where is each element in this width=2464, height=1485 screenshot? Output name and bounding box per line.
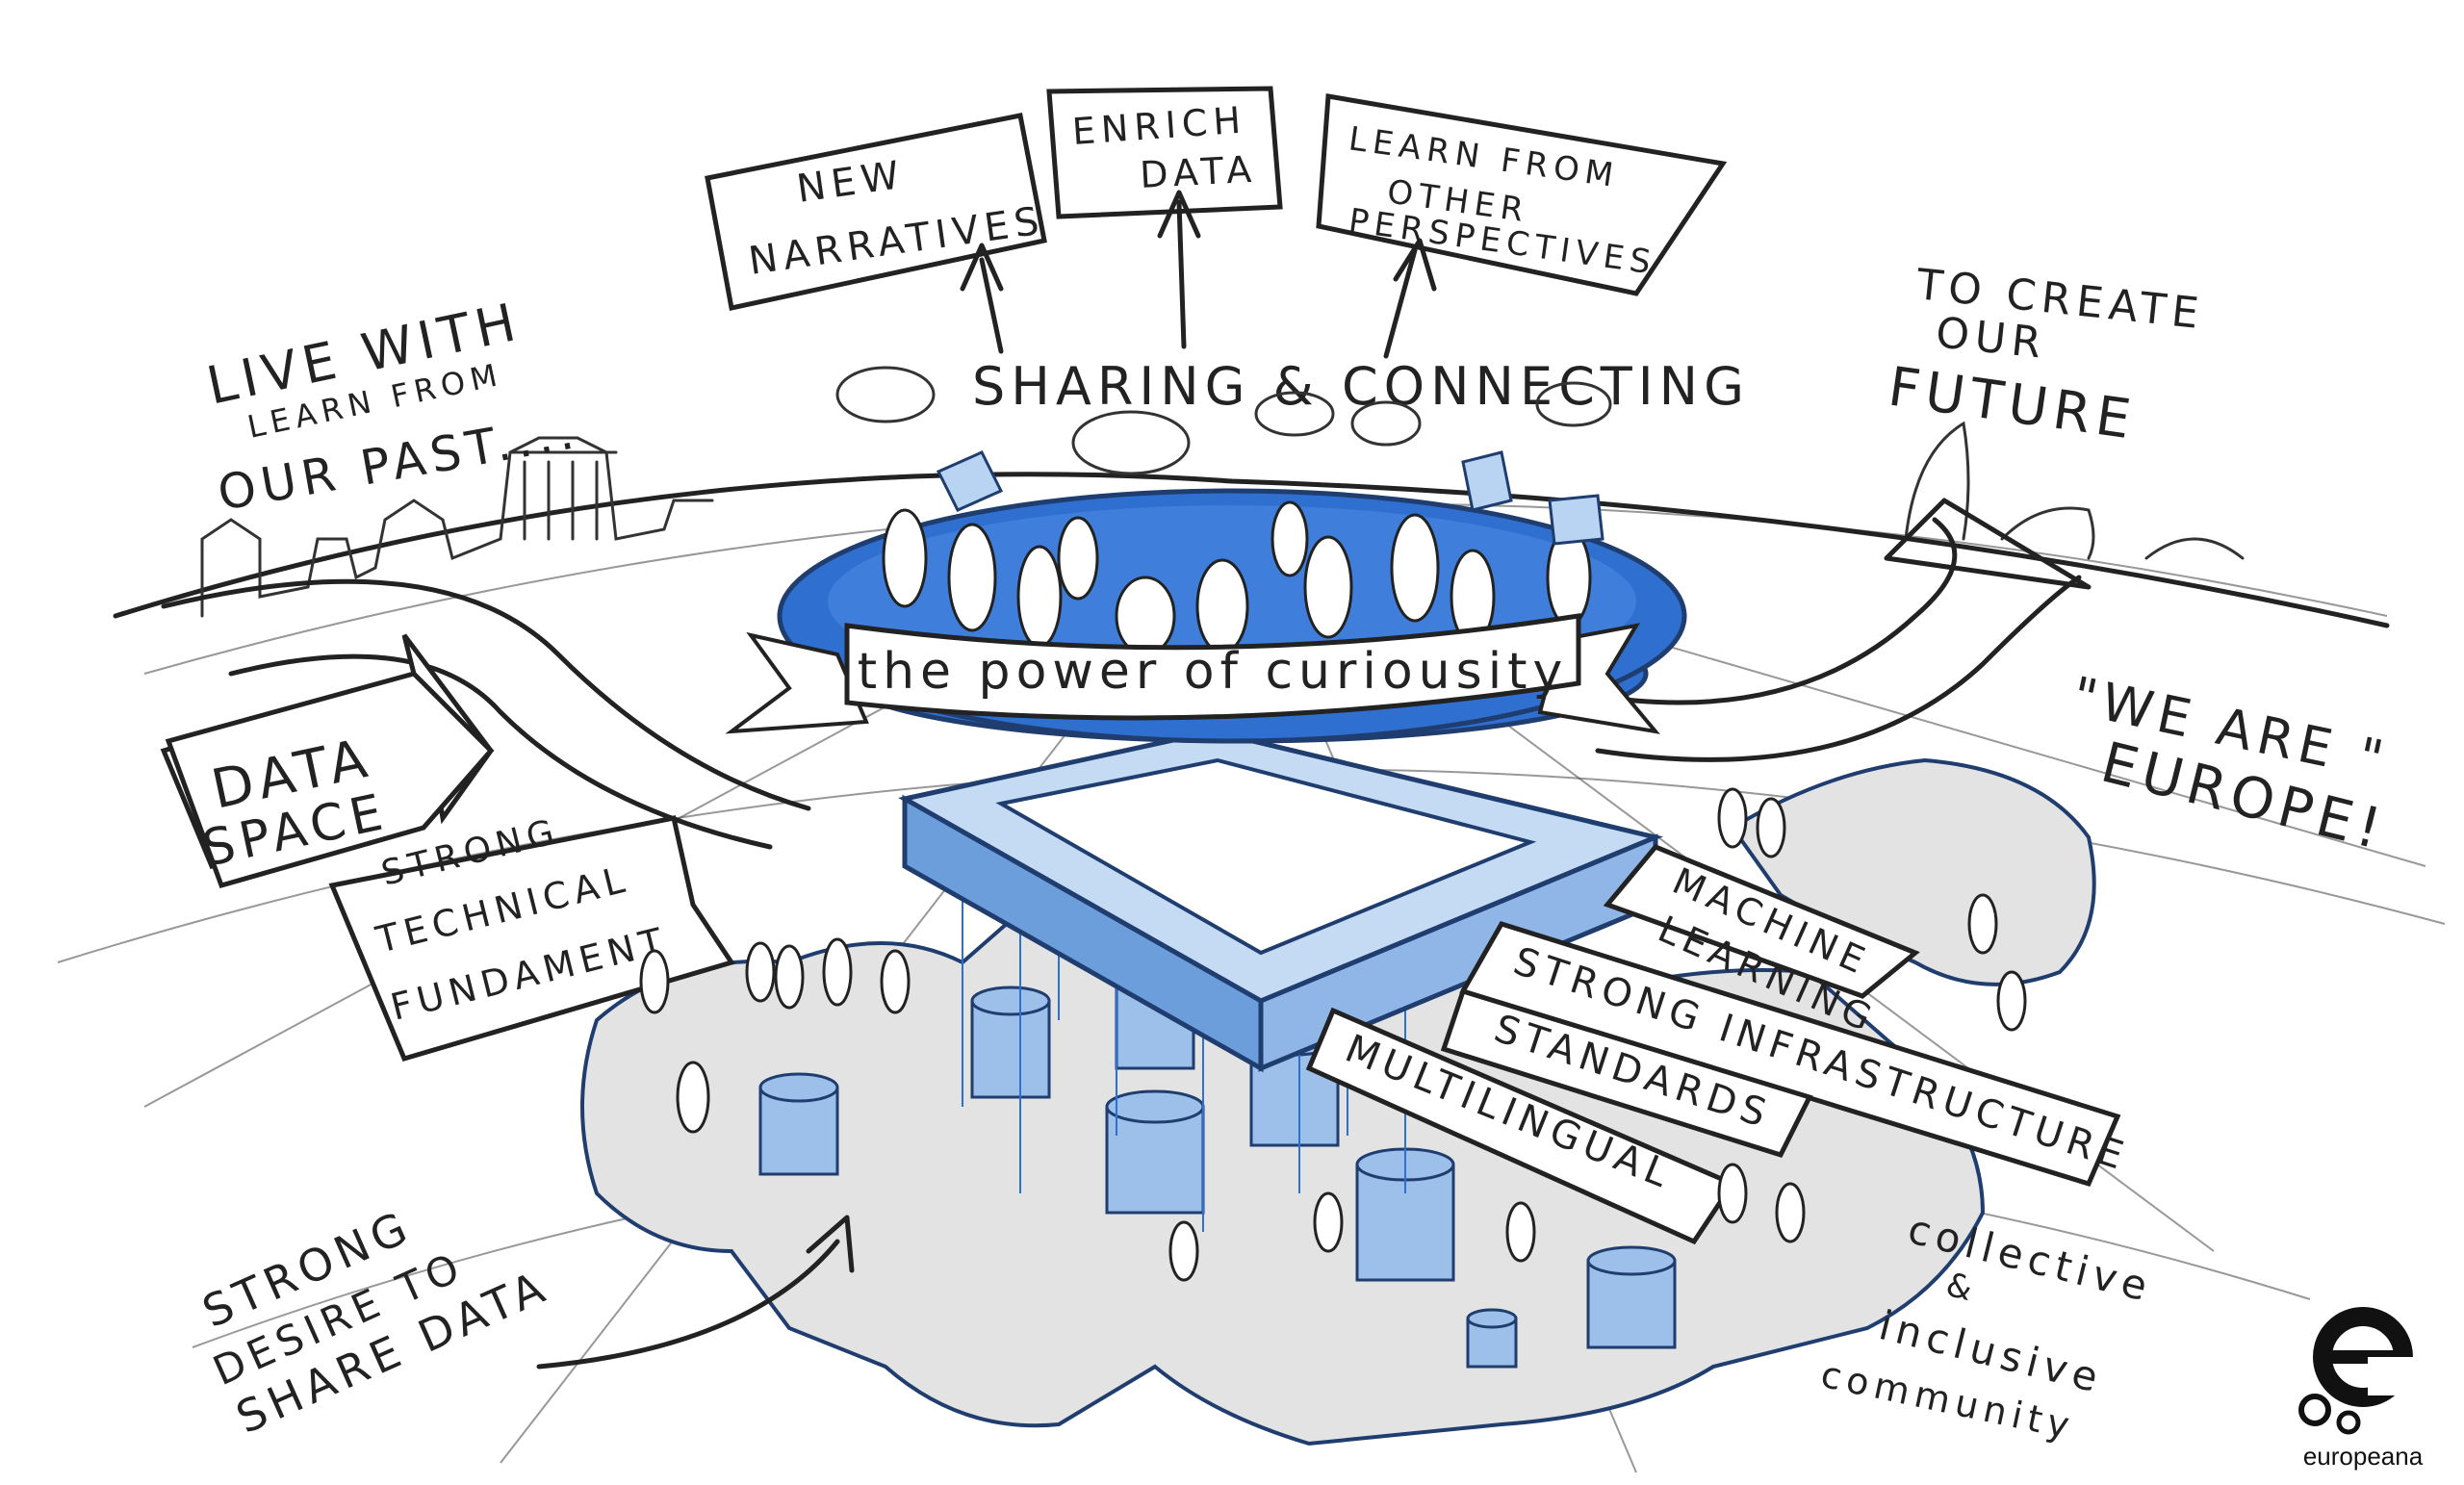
data-space-frame [898, 729, 1664, 1073]
svg-text:FUTURE: FUTURE [1885, 355, 2140, 451]
future-text: TO CREATE OUR FUTURE [1885, 260, 2206, 452]
europeana-logo: europeana [2298, 1307, 2424, 1471]
svg-text:&: & [1942, 1266, 1982, 1311]
svg-text:collective: collective [1904, 1205, 2158, 1311]
upward-arrows [960, 190, 1437, 359]
cylinder [1466, 1308, 1518, 1369]
horizon-line [113, 472, 2390, 628]
speech-bubbles [835, 366, 1612, 475]
future-city-skyline [1904, 421, 2245, 560]
europeana-wordmark: europeana [2303, 1442, 2424, 1471]
svg-text:OUR: OUR [1934, 308, 2049, 369]
past-text: LIVE WITH LEARN FROM OUR PAST.... [202, 291, 583, 522]
cylinder [1586, 1245, 1677, 1349]
top-box-enrich-data: ENRICH DATA [1046, 86, 1283, 219]
banner-text: the power of curiousity [858, 643, 1569, 701]
top-box-learn-perspectives: LEARN FROM OTHER PERSPECTIVES [1316, 93, 1728, 296]
past-city-skyline [200, 436, 714, 618]
curiosity-banner: the power of curiousity [725, 613, 1660, 734]
we-are-europe-text: "WE ARE " EUROPE! [2066, 665, 2394, 863]
cylinder [1105, 1089, 1205, 1215]
top-box-new-narratives: NEW NARRATIVES [705, 113, 1047, 311]
sharing-connecting-text: SHARING & CONNECTING [972, 356, 1750, 417]
cylinder [758, 1072, 839, 1176]
people-crowds [639, 787, 2027, 1282]
cylinder [970, 986, 1051, 1099]
data-space-arrow: DATA SPACE [160, 633, 495, 889]
svg-text:DATA: DATA [1139, 148, 1258, 196]
